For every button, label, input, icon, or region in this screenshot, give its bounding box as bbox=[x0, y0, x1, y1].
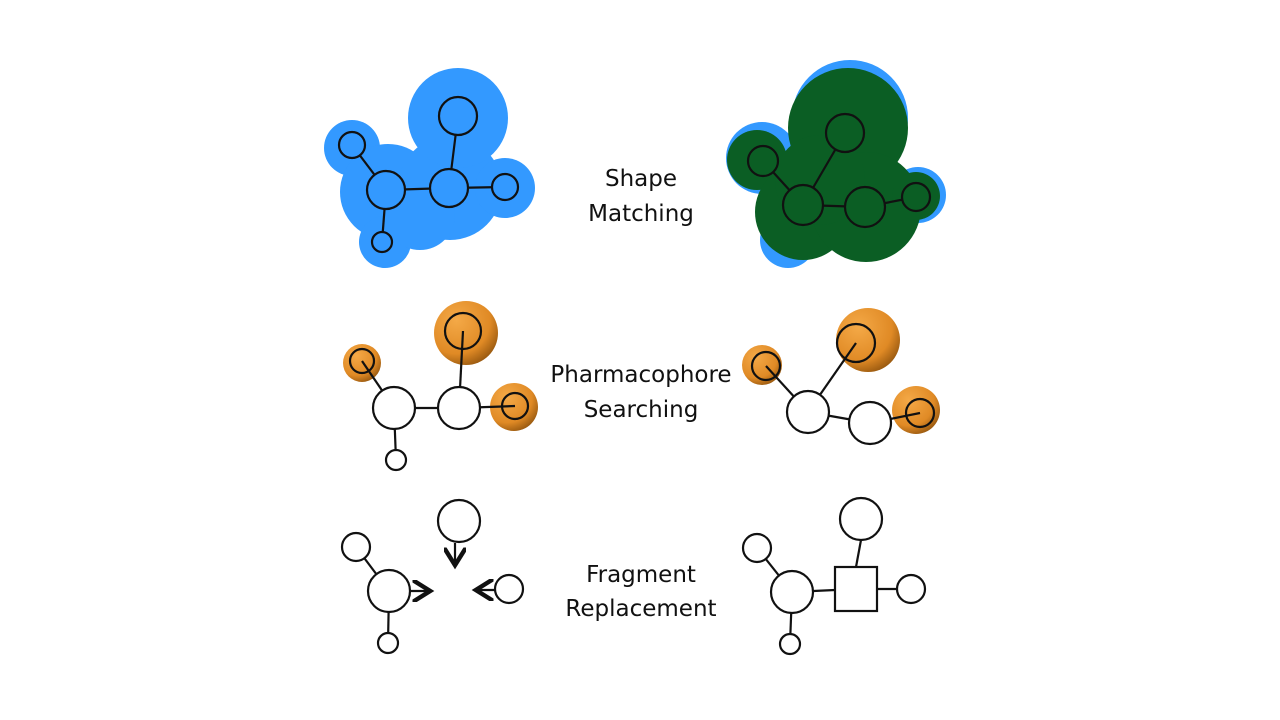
label-pharma-line1: Pharmacophore bbox=[550, 362, 731, 388]
shape-matching-left-molecule bbox=[324, 68, 535, 268]
atom bbox=[824, 112, 866, 154]
atom bbox=[348, 347, 376, 375]
label-pharma-line2: Searching bbox=[584, 397, 699, 423]
label-shape-line1: Shape bbox=[605, 166, 677, 192]
blue-shape-blob bbox=[324, 68, 535, 268]
replacement-fragment-square bbox=[833, 565, 879, 613]
atom bbox=[490, 172, 520, 202]
atom bbox=[769, 569, 815, 615]
atom bbox=[785, 389, 831, 435]
fragment-atom-top bbox=[436, 498, 482, 544]
atom bbox=[370, 230, 394, 254]
fragment-atom-right bbox=[493, 573, 525, 605]
atom bbox=[384, 448, 408, 472]
pharmacophore-left-molecule bbox=[343, 301, 538, 472]
atom bbox=[340, 531, 372, 563]
atom bbox=[366, 568, 412, 614]
atom bbox=[437, 95, 479, 137]
atom bbox=[376, 631, 400, 655]
fragment-right-molecule bbox=[741, 496, 927, 656]
atom bbox=[371, 385, 417, 431]
atom bbox=[436, 385, 482, 431]
atom bbox=[838, 496, 884, 542]
pharmacophore-right-molecule bbox=[742, 308, 940, 446]
label-shape-line2: Matching bbox=[588, 201, 694, 227]
atom bbox=[847, 400, 893, 446]
label-fragment-line2: Replacement bbox=[565, 596, 716, 622]
atom bbox=[843, 185, 887, 229]
fragment-left-molecule bbox=[340, 498, 525, 655]
atom bbox=[781, 183, 825, 227]
atom bbox=[337, 130, 367, 160]
atom bbox=[443, 311, 483, 351]
atom bbox=[778, 632, 802, 656]
atom bbox=[500, 391, 530, 421]
label-fragment-line1: Fragment bbox=[586, 562, 696, 588]
atom bbox=[835, 322, 877, 364]
atom bbox=[746, 144, 780, 178]
atom bbox=[895, 573, 927, 605]
atom bbox=[904, 397, 936, 429]
atom bbox=[741, 532, 773, 564]
shape-matching-right-molecule bbox=[726, 60, 946, 268]
atom bbox=[365, 169, 407, 211]
atom bbox=[900, 181, 932, 213]
atom bbox=[750, 350, 782, 382]
atom bbox=[428, 167, 470, 209]
